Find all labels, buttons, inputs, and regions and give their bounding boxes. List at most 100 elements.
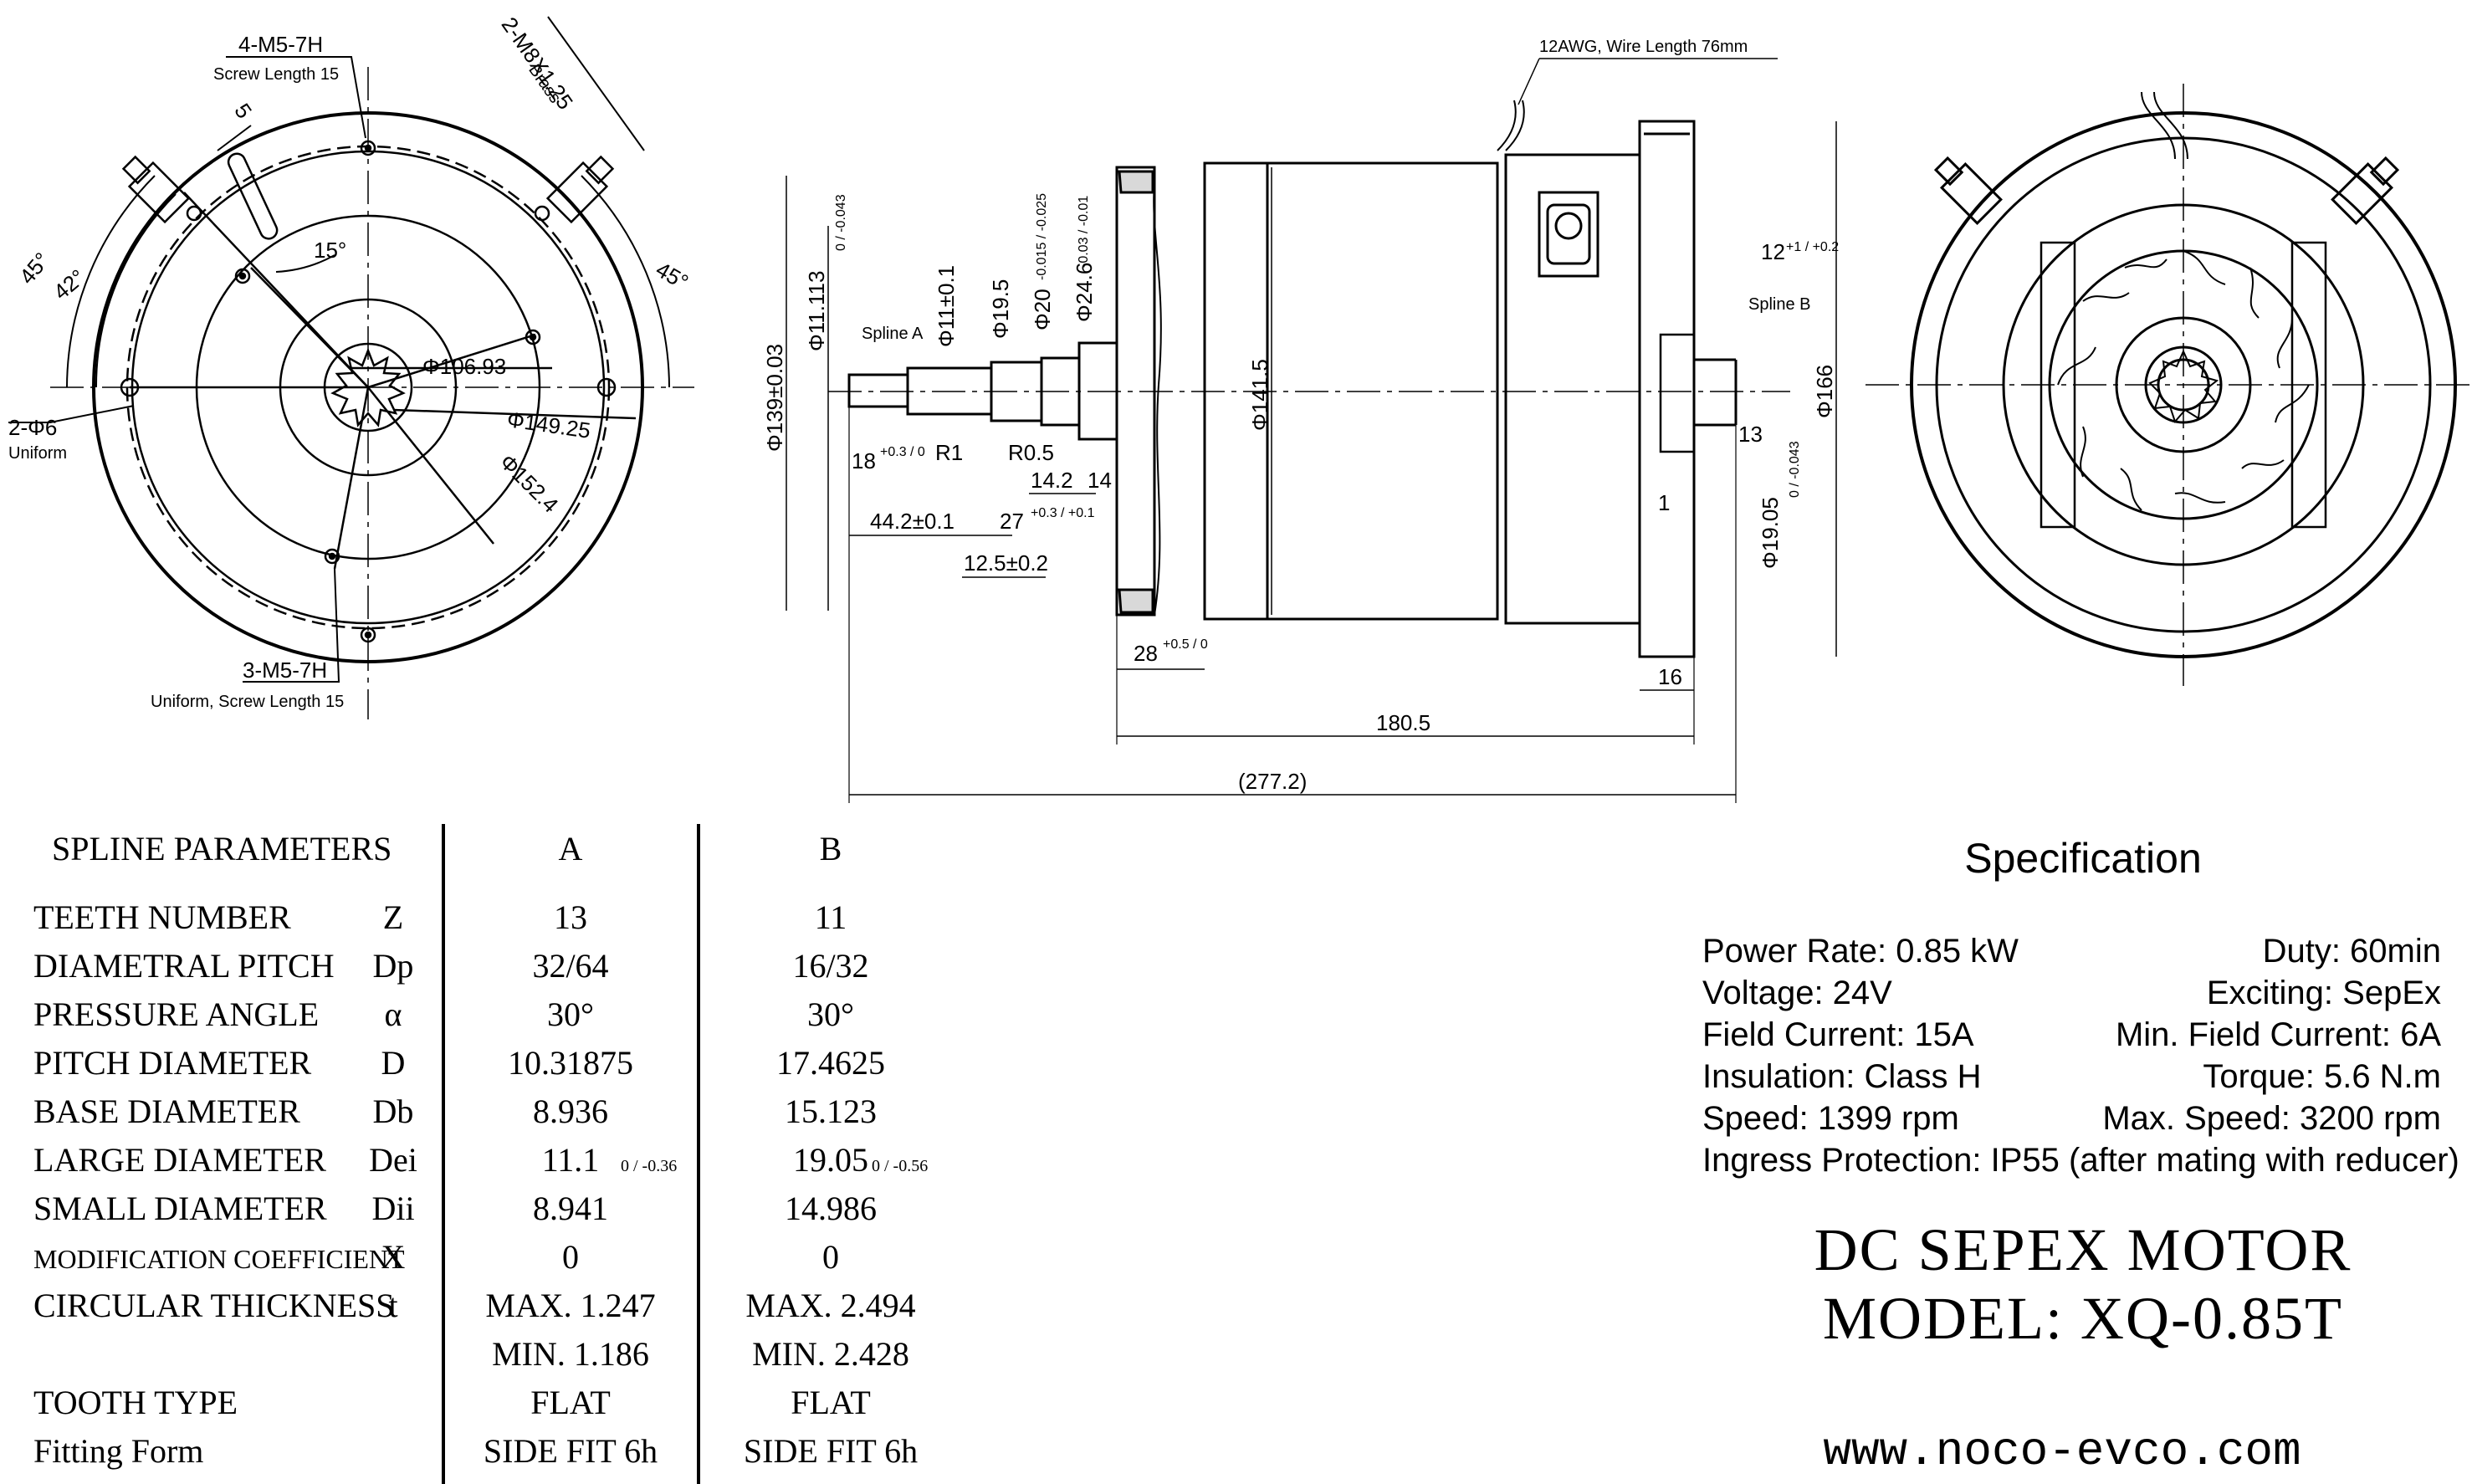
row-symbol: X: [381, 1238, 406, 1276]
label-dia-20: Φ20: [1030, 289, 1055, 330]
row-value-a: 11.1: [542, 1141, 600, 1179]
label-dim-16: 16: [1658, 664, 1682, 689]
row-value-b: 19.05: [793, 1141, 868, 1179]
row-param-name: PRESSURE ANGLE: [33, 995, 319, 1033]
spec-left: Speed: 1399 rpm: [1702, 1100, 1959, 1137]
row-symbol: D: [381, 1044, 406, 1082]
label-dim-18-tol: +0.3 / 0: [880, 445, 925, 459]
spec-right: Max. Speed: 3200 rpm: [2102, 1100, 2441, 1137]
row-value-a: 8.936: [533, 1093, 608, 1130]
row-value-a: SIDE FIT 6h: [484, 1432, 658, 1470]
label-dim-180-5: 180.5: [1376, 710, 1430, 735]
label-dim-1: 1: [1658, 490, 1670, 515]
label-dia-24-6: Φ24.6: [1072, 263, 1097, 322]
spline-table-header: SPLINE PARAMETERS A B: [52, 830, 842, 867]
label-dia-24-6-tol: -0.03 / -0.01: [1077, 196, 1091, 268]
row-param-name: Fitting Form: [33, 1432, 203, 1470]
row-value-a: 10.31875: [508, 1044, 633, 1082]
row-param-name: TOOTH TYPE: [33, 1384, 238, 1421]
front-view: [8, 16, 694, 719]
label-dia-19-05-tol: 0 / -0.043: [1788, 441, 1802, 498]
label-screw-4-length: Screw Length 15: [213, 65, 339, 84]
label-dim-14-2: 14.2: [1031, 468, 1073, 493]
row-value-b: SIDE FIT 6h: [744, 1432, 918, 1470]
label-dim-44-2: 44.2±0.1: [870, 509, 955, 534]
row-value-b: 15.123: [785, 1093, 877, 1130]
label-spline-b: Spline B: [1748, 295, 1811, 314]
row-param-name: BASE DIAMETER: [33, 1093, 300, 1130]
label-dia-20-tol: -0.015 / -0.025: [1035, 193, 1049, 280]
row-param-name: LARGE DIAMETER: [33, 1141, 326, 1179]
spline-a-teeth: [330, 347, 406, 427]
label-dia-106: Φ106.93: [422, 354, 506, 379]
label-wire: 12AWG, Wire Length 76mm: [1539, 38, 1748, 56]
row-symbol: Z: [383, 898, 403, 936]
row-symbol: Dp: [373, 947, 414, 985]
label-dia-11113-tol: 0 / -0.043: [834, 194, 848, 251]
row-param-name: MODIFICATION COEFFICIENT: [33, 1244, 405, 1274]
row-param-name: CIRCULAR THICKNESS: [33, 1287, 395, 1324]
row-value-b: 11: [815, 898, 847, 936]
label-dia-139: Φ139±0.03: [762, 344, 787, 452]
spec-ingress: Ingress Protection: IP55 (after mating w…: [1702, 1142, 2459, 1179]
label-hole-2-note: Uniform: [8, 444, 67, 463]
label-dim-18: 18: [852, 448, 876, 473]
spec-right: Torque: 5.6 N.m: [2203, 1058, 2441, 1095]
row-param-name: DIAMETRAL PITCH: [33, 947, 335, 985]
label-screw-3-note: Uniform, Screw Length 15: [151, 693, 344, 711]
label-screw-3: 3-M5-7H: [243, 658, 327, 683]
label-dim-28-tol: +0.5 / 0: [1163, 637, 1208, 652]
label-dim-14: 14: [1088, 468, 1112, 493]
header-a: A: [559, 830, 583, 867]
label-dia-141-5: Φ141.5: [1247, 359, 1272, 431]
row-value-b: 14.986: [785, 1190, 877, 1227]
label-dim-13: 13: [1738, 422, 1763, 447]
specification-title: Specification: [1964, 835, 2202, 882]
label-dim-277-2: (277.2): [1238, 769, 1307, 794]
row-param-name: PITCH DIAMETER: [33, 1044, 312, 1082]
label-dim-12: 12: [1761, 239, 1785, 264]
row-symbol: Dii: [371, 1190, 414, 1227]
row-tolerance-b: 0 / -0.56: [872, 1157, 928, 1175]
label-angle-15: 15°: [314, 238, 346, 263]
row-param-name: SMALL DIAMETER: [33, 1190, 327, 1227]
row-tolerance-a: 0 / -0.36: [621, 1157, 677, 1175]
spec-left: Power Rate: 0.85 kW: [1702, 933, 2019, 970]
label-r1: R1: [935, 440, 963, 465]
product-url: www.noco-evco.com: [1823, 1425, 2301, 1478]
spec-left: Insulation: Class H: [1702, 1058, 1981, 1095]
label-hole-2: 2-Φ6: [8, 415, 57, 440]
row-symbol: t: [388, 1287, 397, 1324]
row-value-a: MIN. 1.186: [492, 1335, 649, 1373]
row-value-b: 16/32: [792, 947, 868, 985]
row-symbol: Dei: [369, 1141, 417, 1179]
spec-right: Duty: 60min: [2263, 933, 2441, 970]
side-view: [786, 58, 1837, 803]
label-dim-27: 27: [1000, 509, 1024, 534]
row-value-b: 17.4625: [776, 1044, 885, 1082]
row-symbol: Db: [373, 1093, 414, 1130]
spline-table-grid: [442, 824, 700, 1484]
row-value-b: 0: [822, 1238, 839, 1276]
label-dia-19-5: Φ19.5: [988, 279, 1013, 339]
row-value-b: MAX. 2.494: [745, 1287, 915, 1324]
label-dia-19-05: Φ19.05: [1758, 497, 1783, 569]
spec-right: Exciting: SepEx: [2207, 975, 2441, 1011]
row-param-name: TEETH NUMBER: [33, 898, 291, 936]
label-r05: R0.5: [1008, 440, 1054, 465]
header-b: B: [820, 830, 842, 867]
row-value-a: 13: [554, 898, 587, 936]
label-dim-27-tol: +0.3 / +0.1: [1031, 506, 1095, 520]
label-dim-12-tol: +1 / +0.2: [1786, 240, 1839, 254]
row-value-a: 32/64: [532, 947, 608, 985]
row-value-a: 0: [562, 1238, 579, 1276]
label-screw-4: 4-M5-7H: [238, 32, 323, 57]
header-param: SPLINE PARAMETERS: [52, 830, 392, 867]
row-value-a: FLAT: [530, 1384, 611, 1421]
label-dia-166: Φ166: [1812, 365, 1837, 418]
